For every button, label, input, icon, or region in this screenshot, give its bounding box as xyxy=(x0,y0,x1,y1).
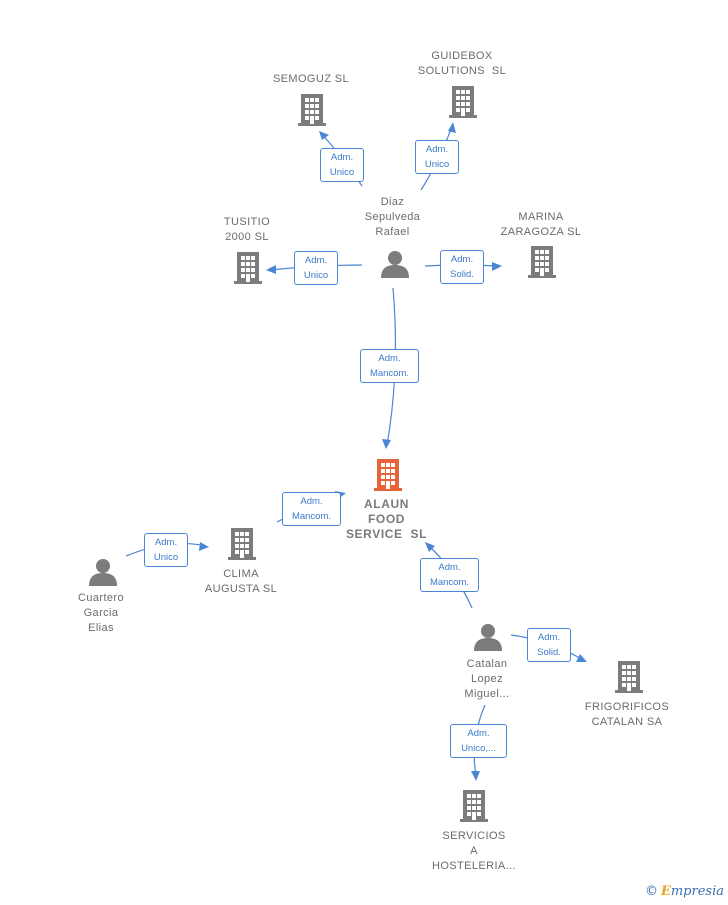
role-label-diaz-semoguz[interactable]: Adm. Unico xyxy=(320,148,364,182)
role-label-diaz-main[interactable]: Adm. Mancom. xyxy=(360,349,419,383)
arrowhead xyxy=(319,131,329,140)
arrowhead xyxy=(425,542,435,552)
building-icon[interactable] xyxy=(234,252,262,284)
arrowhead xyxy=(471,771,480,781)
node-label-main[interactable]: ALAUN FOOD SERVICE SL xyxy=(345,497,428,541)
building-icon[interactable] xyxy=(374,459,402,491)
node-label-servicios[interactable]: SERVICIOS A HOSTELERIA... xyxy=(431,830,517,872)
building-icon[interactable] xyxy=(615,661,643,693)
building-icon[interactable] xyxy=(528,246,556,278)
node-label-frigorificos[interactable]: FRIGORIFICOS CATALAN SA xyxy=(584,701,670,728)
arrowhead xyxy=(266,265,276,274)
role-label-diaz-marina[interactable]: Adm. Solid. xyxy=(440,250,484,284)
node-label-semoguz[interactable]: SEMOGUZ SL xyxy=(272,73,350,85)
role-label-cuartero-clima[interactable]: Adm. Unico xyxy=(144,533,188,567)
brand-initial: E xyxy=(660,884,671,899)
building-icon[interactable] xyxy=(460,790,488,822)
node-label-guidebox[interactable]: GUIDEBOX SOLUTIONS SL xyxy=(417,50,507,77)
arrowhead xyxy=(576,654,587,662)
person-icon[interactable] xyxy=(381,251,409,278)
building-icon[interactable] xyxy=(298,94,326,126)
node-label-catalan[interactable]: Catalan Lopez Miguel... xyxy=(464,658,510,700)
role-label-catalan-main[interactable]: Adm. Mancom. xyxy=(420,558,479,592)
arrowhead xyxy=(199,542,209,551)
role-label-catalan-servicios[interactable]: Adm. Unico,... xyxy=(450,724,507,758)
brand-name: mpresia xyxy=(670,884,724,899)
node-label-tusitio[interactable]: TUSITIO 2000 SL xyxy=(223,216,271,243)
person-icon[interactable] xyxy=(89,559,117,586)
role-label-catalan-frigorificos[interactable]: Adm. Solid. xyxy=(527,628,571,662)
node-label-clima[interactable]: CLIMA AUGUSTA SL xyxy=(204,568,278,595)
copyright-symbol: © xyxy=(644,884,658,899)
building-icon[interactable] xyxy=(228,528,256,560)
arrowhead xyxy=(492,262,502,271)
person-icon[interactable] xyxy=(474,624,502,651)
brand-logo: ©Empresia xyxy=(645,884,724,899)
role-label-diaz-tusitio[interactable]: Adm. Unico xyxy=(294,251,338,285)
node-label-marina[interactable]: MARINA ZARAGOZA SL xyxy=(500,211,582,238)
role-label-clima-main[interactable]: Adm. Mancom. xyxy=(282,492,341,526)
node-label-diaz[interactable]: Diaz Sepulveda Rafael xyxy=(364,196,421,238)
building-icon[interactable] xyxy=(449,86,477,118)
role-label-diaz-guidebox[interactable]: Adm. Unico xyxy=(415,140,459,174)
arrowhead xyxy=(448,122,456,133)
arrowhead xyxy=(382,439,391,449)
node-label-cuartero[interactable]: Cuartero Garcia Elias xyxy=(78,592,124,634)
